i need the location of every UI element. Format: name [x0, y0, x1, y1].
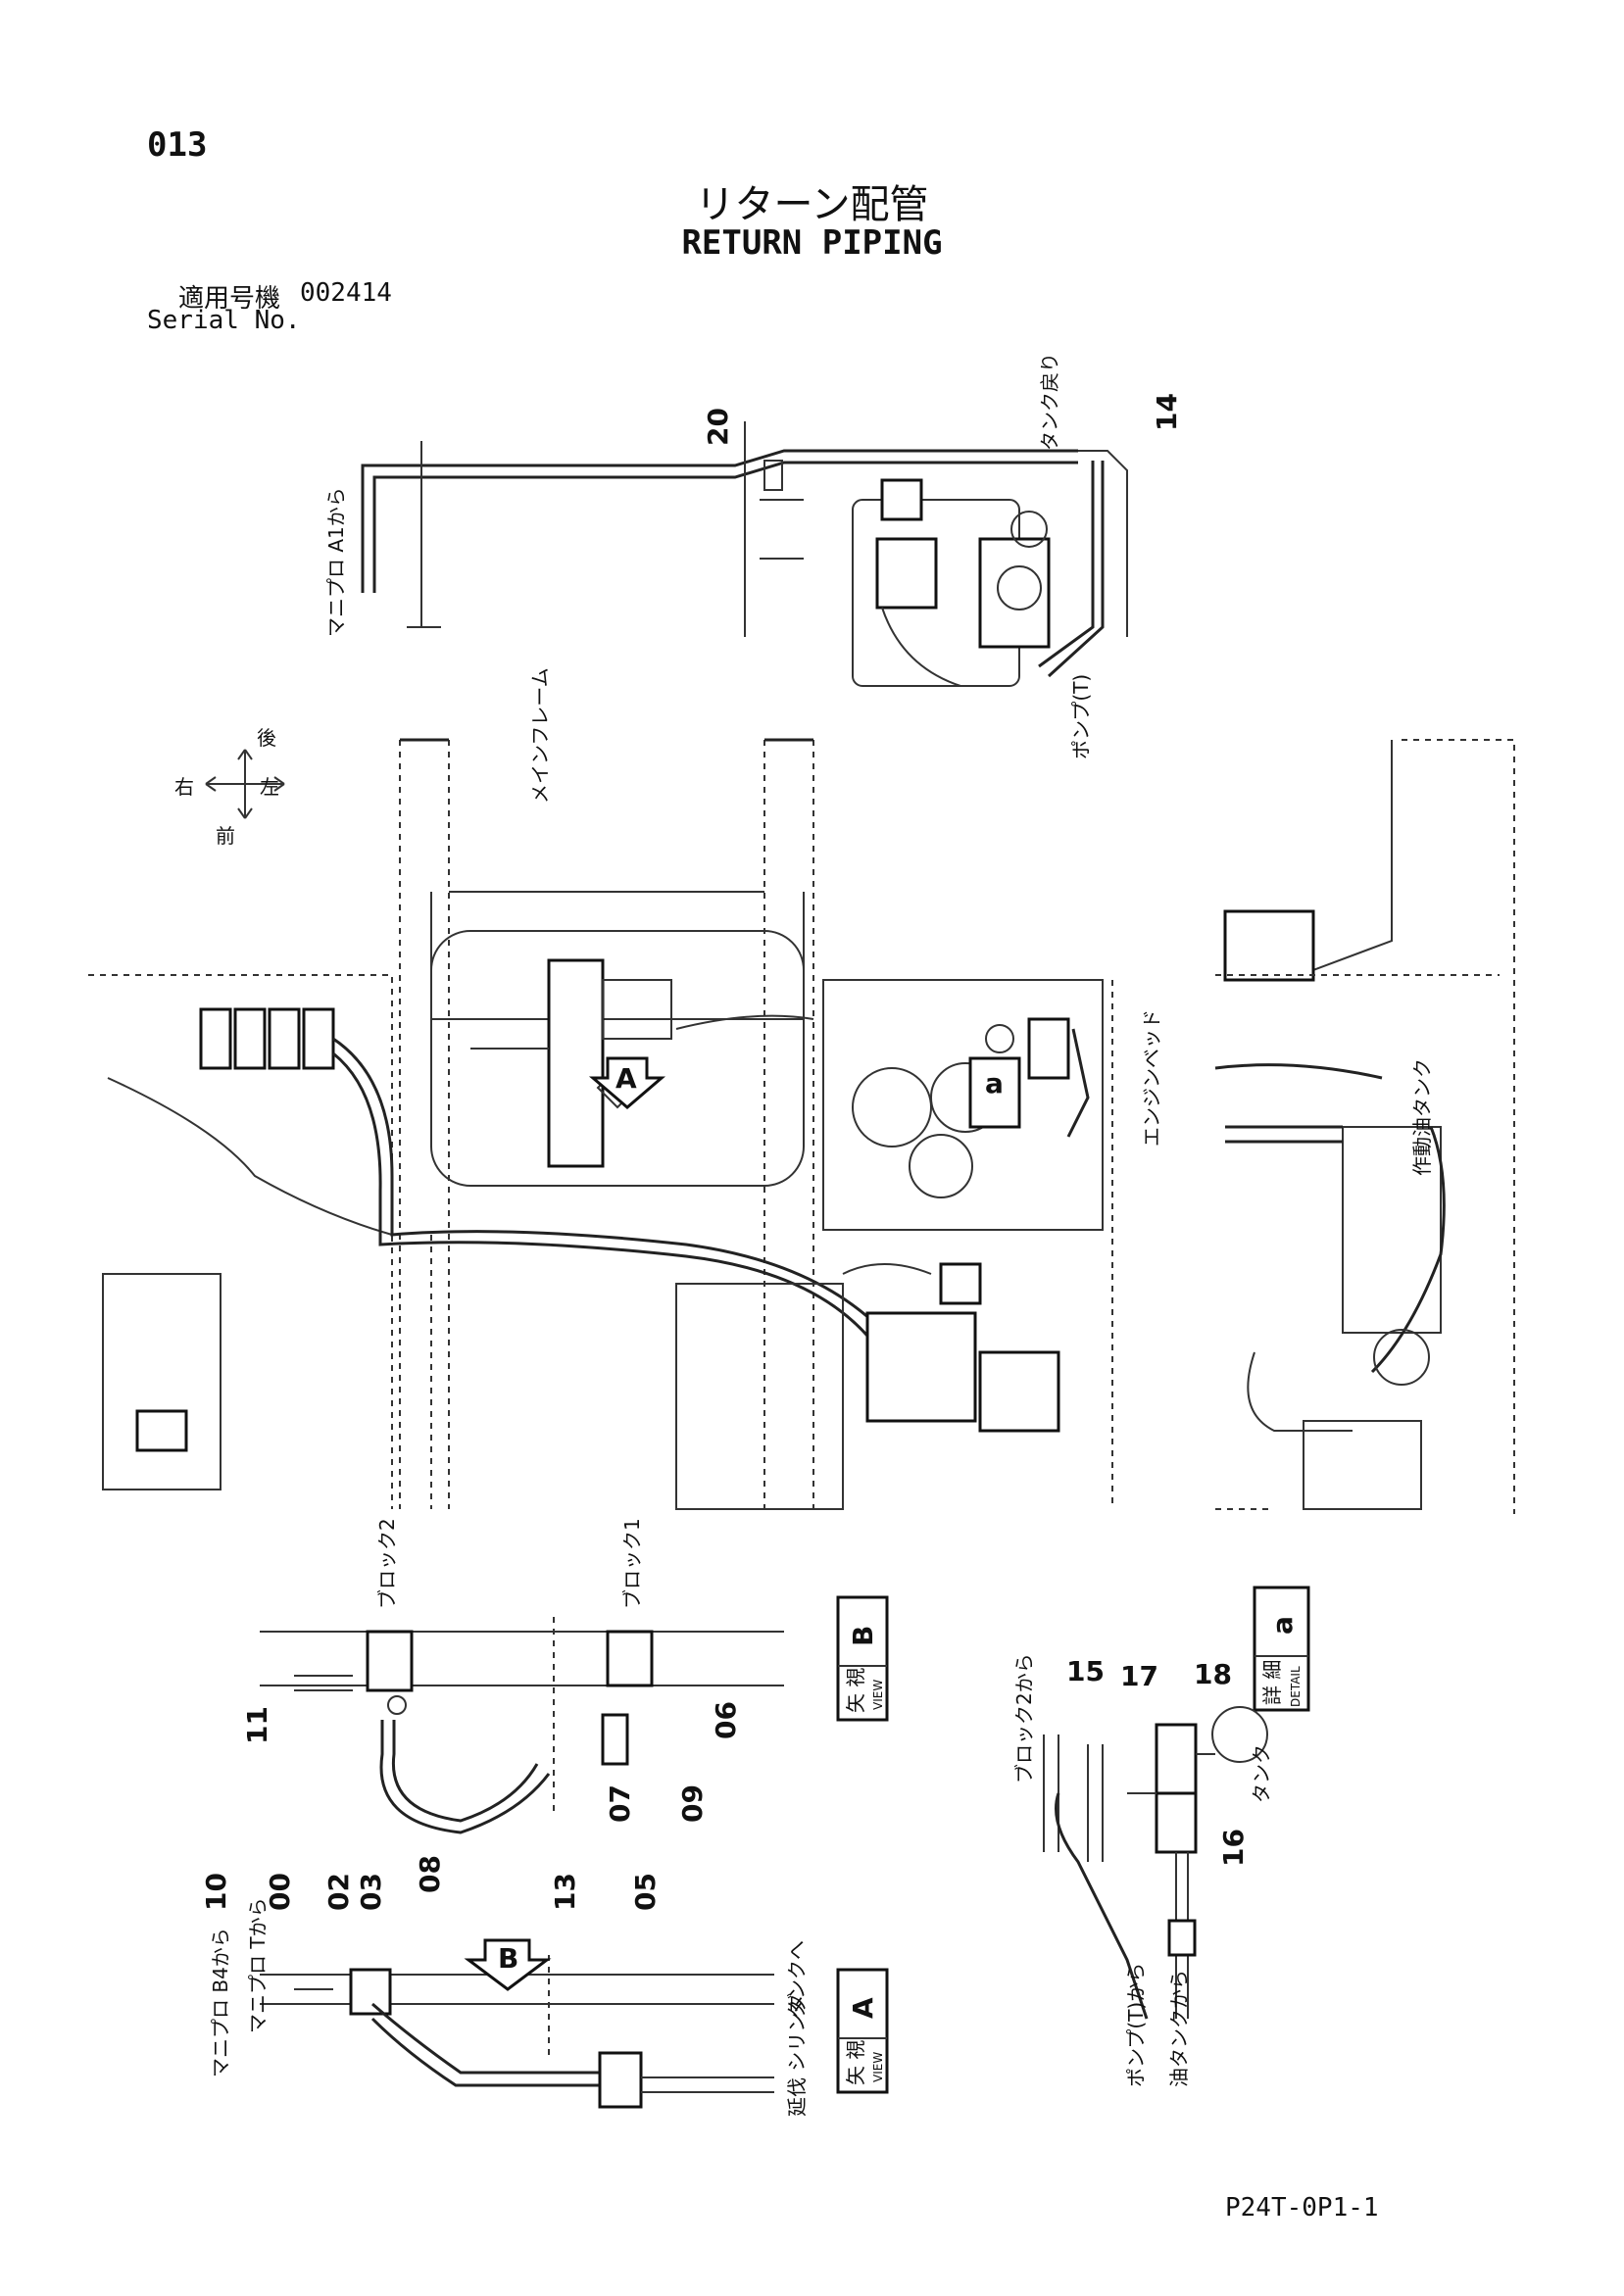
part-number-05: 05 [629, 1873, 662, 1911]
view-b-detail [260, 1617, 784, 1834]
view-a-arrow-letter: A [615, 1062, 637, 1095]
right-side-view [1214, 739, 1515, 1514]
part-number-11: 11 [241, 1706, 273, 1744]
main-plan-view [88, 738, 1113, 1510]
detail-marker-a: a [985, 1067, 1004, 1099]
view-b-label-en: VIEW [871, 1680, 885, 1710]
part-number-13: 13 [549, 1873, 581, 1911]
part-number-10: 10 [200, 1873, 232, 1911]
view-a-detail [260, 1938, 774, 2109]
detail-a-label-en: DETAIL [1289, 1666, 1303, 1707]
part-number-09: 09 [676, 1784, 709, 1823]
label-manifold-b4: マニプロ B4から [209, 1928, 232, 2077]
label-main-frame: メインフレーム [528, 667, 552, 804]
page-title-en: RETURN PIPING [681, 223, 943, 263]
view-b-letter: B [847, 1626, 879, 1646]
part-number-06: 06 [710, 1701, 742, 1739]
serial-value: 002414 [300, 278, 392, 308]
label-from-pump-t: ポンプ(T)から [1124, 1963, 1148, 2087]
page-number: 013 [147, 125, 208, 165]
top-detail-view [361, 421, 1128, 687]
view-b-arrow-letter: B [498, 1942, 518, 1975]
view-b-label [836, 1595, 889, 1722]
label-boom-cylinder: 延伐 シリンダ [785, 1993, 809, 2117]
label-manifold-a1: マニプロ A1から [324, 487, 348, 637]
label-tank-return: タンク戻り [1038, 353, 1061, 451]
detail-a-label-jp: 詳 細 [1260, 1660, 1284, 1705]
view-b-label-jp: 矢 視 [844, 1668, 867, 1713]
view-a-label-jp: 矢 視 [844, 2040, 867, 2085]
part-number-20: 20 [702, 408, 734, 446]
label-hydraulic-tank: 作動油タンク [1410, 1058, 1434, 1176]
document-code: P24T-0P1-1 [1225, 2193, 1379, 2223]
label-to-tank: タンクへ [785, 1940, 809, 2019]
detail-a-label [1253, 1586, 1310, 1712]
label-tank: タンク [1250, 1744, 1273, 1803]
direction-right: 右 [174, 775, 194, 799]
label-from-oil-tank: 油タンクから [1167, 1970, 1191, 2087]
label-manifold-t: マニプロ Tから [246, 1897, 270, 2033]
serial-label-jp: 適用号機 [178, 284, 281, 314]
part-number-14: 14 [1151, 393, 1183, 431]
part-number-16: 16 [1217, 1829, 1250, 1867]
label-from-block2: ブロック2から [1012, 1653, 1036, 1783]
page-title-jp: リターン配管 [695, 182, 929, 227]
label-pump-t: ポンプ(T) [1069, 674, 1093, 759]
view-a-label-en: VIEW [871, 2052, 885, 2082]
part-number-02: 02 [322, 1873, 355, 1911]
direction-front: 前 [216, 824, 235, 848]
label-block1: ブロック1 [620, 1518, 644, 1609]
part-number-07: 07 [604, 1784, 636, 1823]
part-number-18: 18 [1194, 1658, 1232, 1690]
view-a-letter: A [847, 1997, 879, 2019]
detail-a-drawing [1043, 1706, 1268, 2020]
part-number-00: 00 [264, 1873, 296, 1911]
direction-compass [205, 749, 285, 819]
view-a-label [836, 1968, 889, 2094]
detail-a-letter: a [1266, 1616, 1299, 1635]
view-a-arrow [588, 1056, 666, 1109]
part-number-17: 17 [1120, 1660, 1158, 1692]
part-number-08: 08 [414, 1855, 446, 1893]
part-number-15: 15 [1066, 1655, 1105, 1687]
serial-label-en: Serial No. [147, 306, 301, 335]
part-number-03: 03 [355, 1873, 387, 1911]
label-engine-bed: エンジンベッド [1140, 1009, 1163, 1147]
direction-rear: 後 [257, 726, 276, 750]
label-block2: ブロック2 [375, 1518, 399, 1609]
direction-left: 左 [260, 775, 279, 799]
